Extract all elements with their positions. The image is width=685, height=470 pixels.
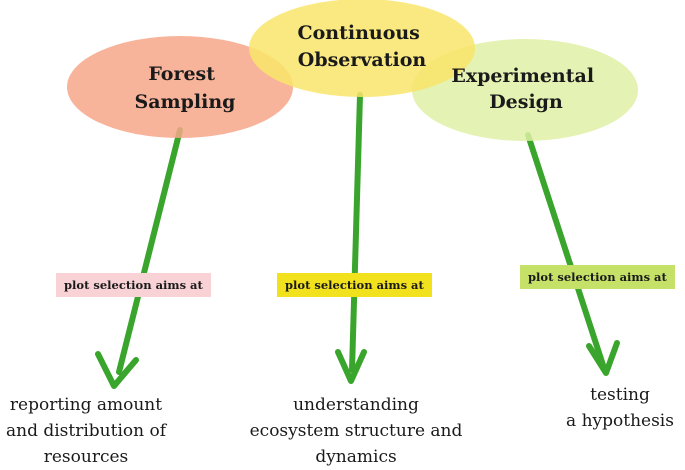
arrow-experimental-head (586, 340, 620, 376)
node-labels: Forest Sampling Continuous Observation E… (135, 22, 600, 113)
outcome-forest: reporting amount and distribution of res… (5, 395, 167, 467)
arrow-continuous-shaft (349, 92, 363, 373)
connector-tag-forest: plot selection aims at (56, 273, 211, 297)
node-forest-sampling-label: Forest Sampling (135, 63, 236, 113)
node-forest-sampling (67, 36, 293, 138)
node-continuous-observation (249, 0, 475, 97)
arrow-forest-head (95, 351, 139, 389)
arrows (95, 92, 620, 389)
arrow-experimental-shaft (525, 132, 606, 368)
nodes (67, 0, 638, 141)
arrow-continuous-head (335, 349, 367, 384)
outcome-experimental: testing a hypothesis (566, 385, 674, 431)
connector-tag-continuous: plot selection aims at (277, 273, 432, 297)
connector-tag-experimental: plot selection aims at (520, 265, 675, 289)
node-experimental-design (412, 39, 638, 141)
arrow-forest-shaft (116, 127, 183, 375)
node-experimental-design-label: Experimental Design (451, 65, 600, 113)
outcome-continuous: understanding ecosystem structure and dy… (249, 395, 463, 467)
node-continuous-observation-label: Continuous Observation (297, 22, 426, 71)
